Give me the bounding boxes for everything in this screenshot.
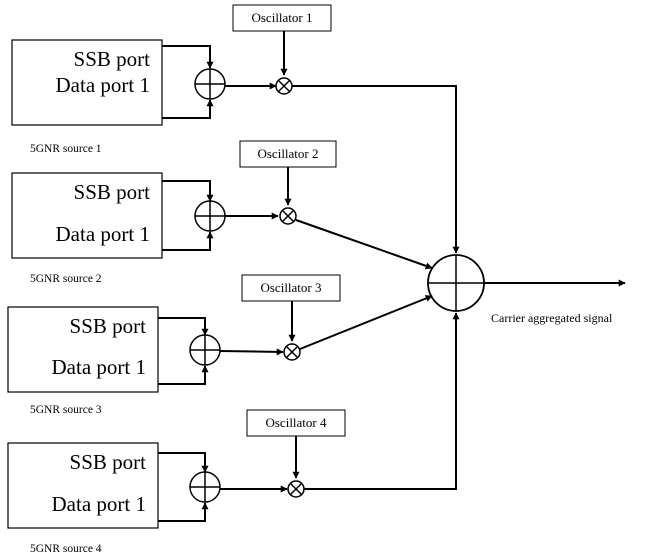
oscillator-2-label: Oscillator 2 <box>257 146 318 161</box>
source-2-ssb-line <box>162 180 214 202</box>
oscillator-3-label: Oscillator 3 <box>260 280 321 295</box>
source-2-adder-icon <box>194 200 226 232</box>
source-3-box <box>7 306 159 393</box>
source-4-ssb-label: SSB port <box>70 450 147 474</box>
source-4-output-line <box>304 312 460 490</box>
source-1-group: SSB port Data port 1 5GNR source 1 Oscil… <box>11 4 460 254</box>
source-3-ssb-label: SSB port <box>70 314 147 338</box>
output-label: Carrier aggregated signal <box>491 311 613 325</box>
source-4-adder-icon <box>189 471 221 503</box>
source-4-data-line <box>158 502 209 522</box>
source-1-ssb-label: SSB port <box>74 47 151 71</box>
source-3-data-label: Data port 1 <box>52 355 146 379</box>
combiner-adder-icon <box>427 254 485 312</box>
source-2-caption: 5GNR source 2 <box>30 273 102 285</box>
source-4-caption: 5GNR source 4 <box>30 543 102 555</box>
source-1-data-label: Data port 1 <box>56 73 150 97</box>
source-2-mixer-icon <box>279 207 297 225</box>
source-3-output-line <box>299 295 433 350</box>
source-1-box <box>11 39 163 126</box>
oscillator-1-box <box>232 4 332 32</box>
source-4-group: SSB port Data port 1 5GNR source 4 Oscil… <box>7 312 460 555</box>
source-2-data-label: Data port 1 <box>56 222 150 246</box>
source-1-adder-icon <box>194 68 226 100</box>
source-4-box <box>7 442 159 529</box>
source-1-data-line <box>162 99 214 119</box>
source-3-adder-icon <box>189 334 221 366</box>
source-3-group: SSB port Data port 1 5GNR source 3 Oscil… <box>7 274 433 416</box>
source-2-box <box>11 172 163 259</box>
oscillator-4-label: Oscillator 4 <box>265 415 327 430</box>
source-1-ssb-line <box>162 45 214 69</box>
source-4-ssb-line <box>158 452 209 473</box>
source-3-data-line <box>158 365 209 385</box>
source-3-caption: 5GNR source 3 <box>30 404 102 416</box>
source-1-output-line <box>292 85 460 254</box>
source-2-data-line <box>162 231 214 251</box>
source-4-mixer-icon <box>287 480 305 498</box>
source-3-mixer-icon <box>283 343 301 361</box>
source-4-data-label: Data port 1 <box>52 492 146 516</box>
source-2-output-line <box>295 219 433 270</box>
source-3-adder-to-mixer <box>219 348 284 356</box>
source-1-mixer-icon <box>275 77 293 95</box>
source-2-ssb-label: SSB port <box>74 180 151 204</box>
source-3-ssb-line <box>158 317 209 336</box>
source-2-group: SSB port Data port 1 5GNR source 2 Oscil… <box>11 140 433 285</box>
oscillator-1-label: Oscillator 1 <box>251 10 312 25</box>
source-1-caption: 5GNR source 1 <box>30 143 102 155</box>
